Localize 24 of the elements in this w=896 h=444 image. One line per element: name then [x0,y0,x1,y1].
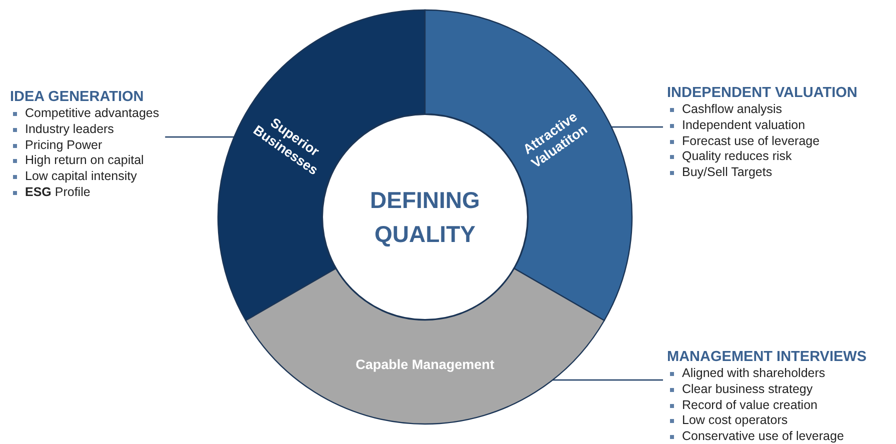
bullet-item: Buy/Sell Targets [667,165,772,181]
bullet-item: Low cost operators [667,413,788,430]
bullet-item: Pricing Power [10,138,102,154]
bullet-item: Low capital intensity [10,169,137,185]
bullet-item: Competitive advantages [10,106,160,122]
bullet-item: ESG Profile [10,184,90,201]
bullet-item: Conservative use of leverage [667,429,844,444]
leader-line [552,379,663,381]
bullet-item: Aligned with shareholders [667,366,826,382]
section-heading: INDEPENDENT VALUATION [667,85,858,102]
center-title: DEFINING QUALITY [369,186,481,249]
leader-line [611,126,663,128]
bullet-item: Independent valuation [667,118,806,134]
bullet-item: Clear business strategy [667,382,813,398]
section-heading: IDEA GENERATION [10,89,145,106]
bullet-item: Quality reduces risk [667,149,792,166]
bullet-item: Forecast use of leverage [667,134,820,150]
bullet-item: Record of value creation [667,398,818,414]
bullet-item: Cashflow analysis [667,102,782,118]
leader-line [165,136,234,138]
bullet-item: Industry leaders [10,122,114,138]
bullet-item: High return on capital [10,153,144,170]
segment-label: Capable Management [354,357,496,373]
section-heading: MANAGEMENT INTERVIEWS [667,349,867,366]
